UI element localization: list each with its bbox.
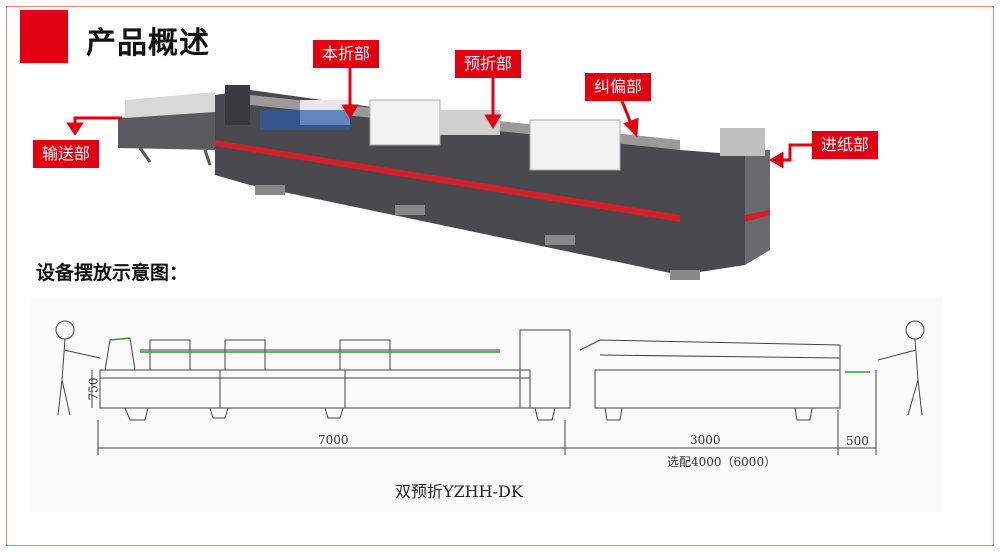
page-title: 产品概述	[86, 26, 210, 61]
dim-option: 选配4000（6000）	[667, 455, 777, 469]
dim-main-length: 7000	[318, 433, 349, 447]
label-yuzhe: 预折部	[455, 50, 522, 78]
diagram-caption: 双预折YZHH-DK	[395, 482, 523, 501]
page-frame	[6, 6, 994, 546]
dim-gap: 500	[846, 434, 869, 448]
label-benzhe: 本折部	[313, 40, 380, 68]
label-shusong: 输送部	[33, 140, 100, 168]
dim-height: 750	[86, 377, 101, 401]
label-jinzhi: 进纸部	[812, 131, 879, 159]
dim-feed-length: 3000	[690, 433, 721, 447]
title-marker	[20, 10, 68, 63]
label-jiupian: 纠偏部	[585, 73, 652, 101]
layout-title: 设备摆放示意图：	[36, 262, 189, 284]
